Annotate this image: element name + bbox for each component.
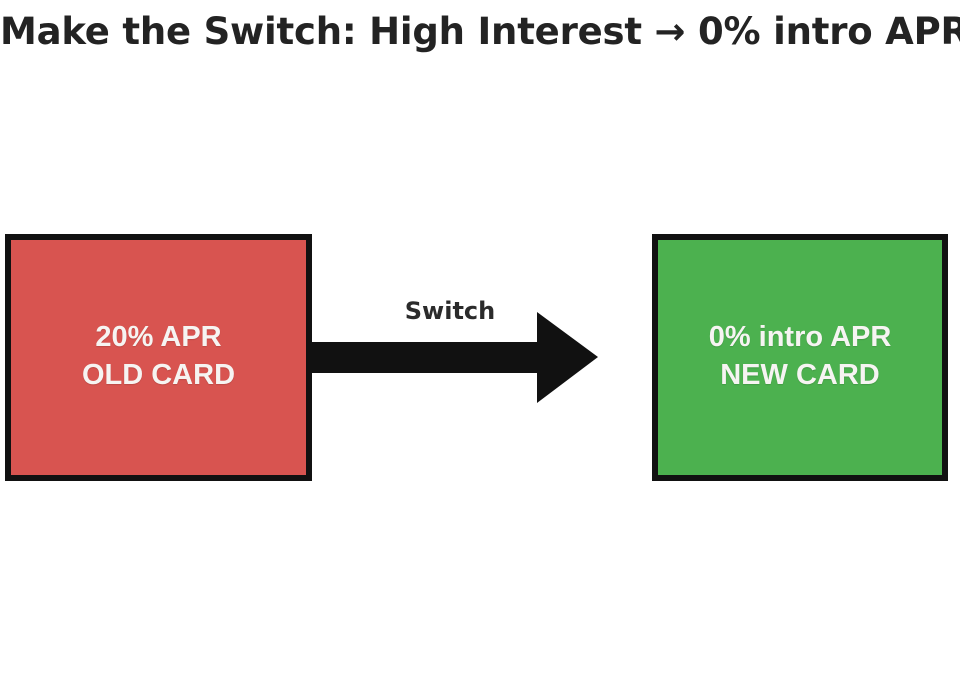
new-card-label-line1: 0% intro APR: [708, 320, 892, 353]
new-card-label-line2: NEW CARD: [720, 358, 880, 391]
new-card-label: 0% intro APR NEW CARD: [709, 318, 892, 394]
switch-arrow-icon: [308, 312, 598, 403]
arrow-shape: [308, 312, 598, 403]
page-title: Make the Switch: High Interest → 0% intr…: [0, 10, 960, 53]
old-card-label-line2: OLD CARD: [81, 358, 236, 391]
old-card-node: 20% APR OLD CARD: [5, 234, 312, 481]
old-card-label: 20% APR OLD CARD: [82, 318, 235, 394]
old-card-label-line1: 20% APR: [95, 320, 222, 353]
new-card-node: 0% intro APR NEW CARD: [652, 234, 948, 481]
switch-arrow-label: Switch: [404, 297, 496, 325]
